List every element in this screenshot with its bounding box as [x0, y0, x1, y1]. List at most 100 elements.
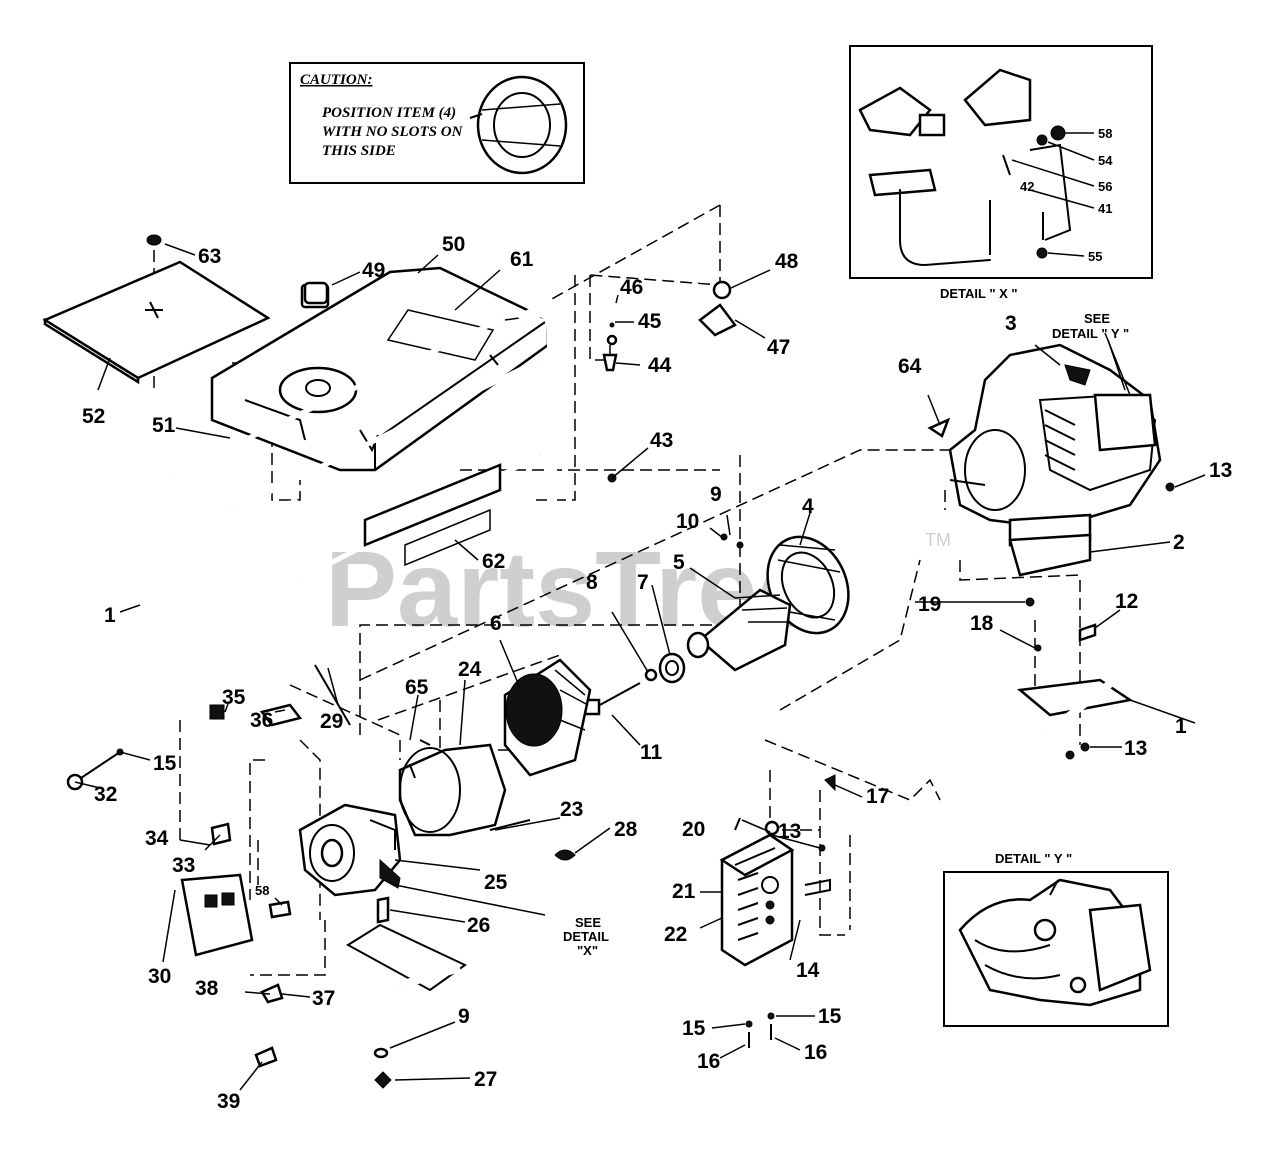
watermark-trademark: TM: [925, 530, 951, 550]
callout-9-bottom: 9: [458, 1005, 470, 1028]
valve-47-48: [698, 280, 737, 337]
callout-15-right: 15: [818, 1005, 842, 1028]
callout-46: 46: [620, 276, 643, 299]
see-detail-x-line-3: "X": [577, 943, 598, 958]
callout-26: 26: [467, 914, 490, 937]
callout-16-right: 16: [804, 1041, 827, 1064]
see-detail-x-line-1: SEE: [575, 915, 601, 930]
small-parts-left: [66, 664, 576, 1068]
callout-5: 5: [673, 551, 685, 574]
callout-24: 24: [458, 658, 482, 681]
callout-detail-55: 55: [1088, 249, 1102, 264]
callout-detail-58: 58: [1098, 126, 1112, 141]
callout-12: 12: [1115, 590, 1138, 613]
bolt-11: [583, 682, 641, 716]
callout-27: 27: [474, 1068, 497, 1091]
callout-detail-42: 42: [1020, 179, 1034, 194]
callout-18: 18: [970, 612, 994, 635]
screw-13b: [1080, 742, 1090, 752]
callout-20: 20: [682, 818, 705, 841]
callout-50: 50: [442, 233, 465, 256]
detail-y-box: [943, 871, 1169, 1027]
callout-64: 64: [898, 355, 922, 378]
callout-17: 17: [866, 785, 889, 808]
stator-6: [503, 658, 592, 777]
callout-37: 37: [312, 987, 335, 1010]
screw-19: [1025, 597, 1035, 607]
callout-47: 47: [767, 336, 790, 359]
top-cover-plate: [42, 234, 271, 385]
callout-61: 61: [510, 248, 534, 271]
main-frame: [135, 307, 557, 665]
callout-23: 23: [560, 798, 583, 821]
callout-6: 6: [490, 612, 502, 635]
callout-15-mid: 15: [682, 1017, 706, 1040]
bearing-7: [658, 652, 686, 684]
callout-52: 52: [82, 405, 105, 428]
callout-13-top: 13: [1209, 459, 1232, 482]
see-detail-y-line-2: DETAIL " Y ": [1052, 326, 1129, 341]
caution-ring-illustration: [469, 75, 568, 175]
screw-18: [1034, 644, 1042, 652]
callout-30: 30: [148, 965, 171, 988]
front-frame: [346, 896, 467, 1089]
caution-title: CAUTION:: [300, 72, 373, 88]
detail-x-title: DETAIL " X ": [940, 286, 1018, 301]
callout-1-right: 1: [1175, 715, 1187, 738]
screw-13: [1165, 482, 1175, 492]
callout-38: 38: [195, 977, 219, 1000]
callout-4: 4: [802, 495, 814, 518]
callout-21: 21: [672, 880, 696, 903]
grommet-44: [602, 322, 618, 372]
callout-34: 34: [145, 827, 169, 850]
callout-51: 51: [152, 414, 176, 437]
engine-mount-frame: [1008, 533, 1162, 739]
rotor-5: [686, 588, 792, 672]
callout-22: 22: [664, 923, 687, 946]
callout-detail-54: 54: [1098, 153, 1113, 168]
cap-49: [303, 281, 329, 305]
callout-3: 3: [1005, 312, 1017, 335]
callout-63: 63: [198, 245, 221, 268]
callout-16-left: 16: [697, 1050, 720, 1073]
callout-11: 11: [640, 741, 663, 764]
callout-45: 45: [638, 310, 662, 333]
leader-lines: [74, 243, 1206, 1091]
callout-44: 44: [648, 354, 672, 377]
see-detail-x-line-2: DETAIL: [563, 929, 609, 944]
caution-line-2: WITH NO SLOTS ON: [322, 124, 464, 140]
callout-58: 58: [255, 883, 269, 898]
callout-25: 25: [484, 871, 508, 894]
callout-14: 14: [796, 959, 820, 982]
end-bell-25: [298, 803, 402, 897]
caution-line-3: THIS SIDE: [322, 143, 396, 159]
callout-19: 19: [918, 593, 941, 616]
callout-13-bottom: 13: [1124, 737, 1147, 760]
callout-detail-56: 56: [1098, 179, 1112, 194]
callout-28: 28: [614, 818, 638, 841]
callout-8: 8: [586, 571, 598, 594]
detail-y-title: DETAIL " Y ": [995, 851, 1072, 866]
caution-box: CAUTION: POSITION ITEM (4) WITH NO SLOTS…: [289, 62, 585, 184]
callout-29: 29: [320, 710, 343, 733]
callout-9-top: 9: [710, 483, 722, 506]
callout-48: 48: [775, 250, 799, 273]
callout-2: 2: [1173, 531, 1185, 554]
screw-13c: [1065, 750, 1075, 760]
callout-detail-41: 41: [1098, 201, 1112, 216]
callout-7: 7: [637, 571, 649, 594]
washer-8: [644, 668, 658, 682]
callout-36: 36: [250, 709, 273, 732]
callout-33: 33: [172, 854, 195, 877]
callout-32: 32: [94, 783, 117, 806]
callout-49: 49: [362, 259, 385, 282]
detail-x-box: 58 54 56 42 41 55: [849, 45, 1153, 279]
callout-10: 10: [676, 510, 699, 533]
callout-65: 65: [405, 676, 429, 699]
callout-43: 43: [650, 429, 673, 452]
see-detail-y-line-1: SEE: [1084, 311, 1110, 326]
stator-shell-24: [398, 739, 507, 837]
callout-35: 35: [222, 686, 246, 709]
callout-62: 62: [482, 550, 505, 573]
